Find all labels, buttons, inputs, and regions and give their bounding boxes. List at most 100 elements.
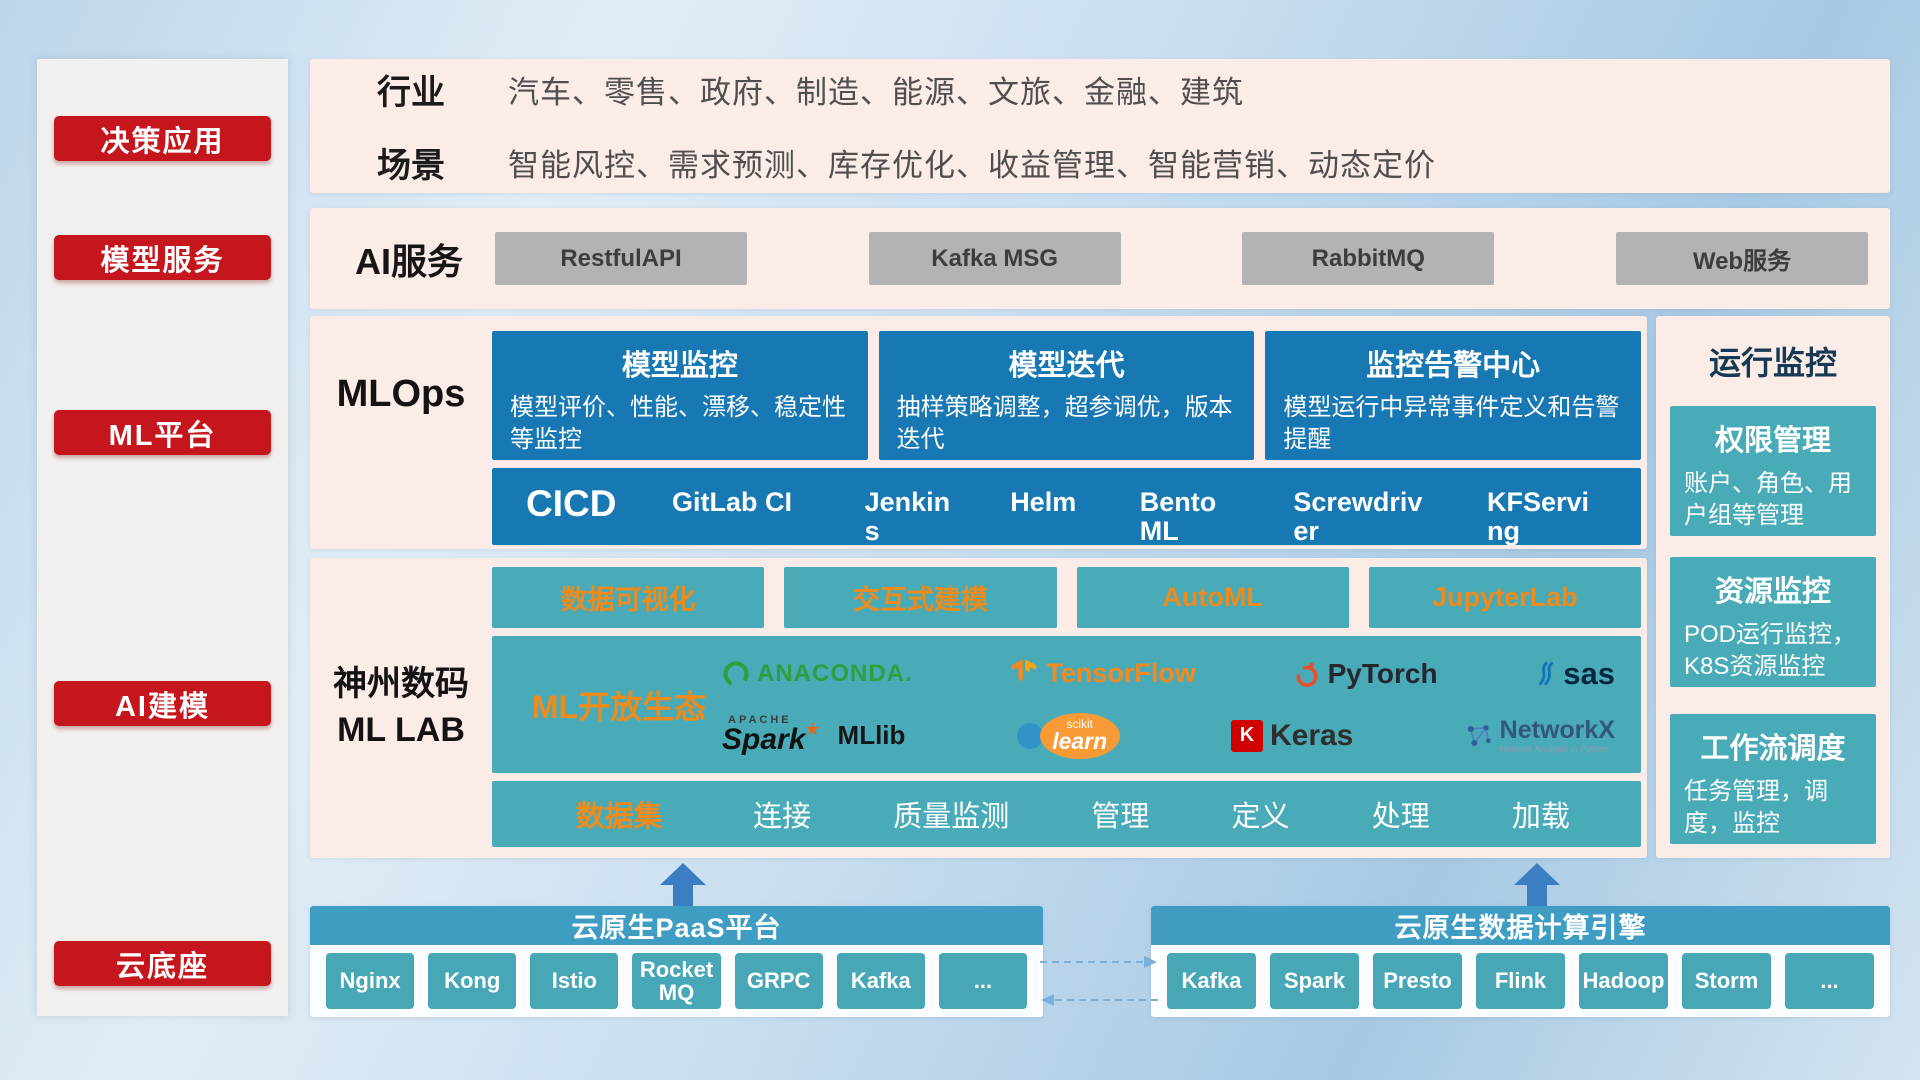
engine-up-arrow — [1514, 863, 1560, 907]
service-restfulapi: RestfulAPI — [495, 232, 747, 285]
pytorch-logo: PyTorch — [1293, 658, 1438, 690]
engine-components: Kafka Spark Presto Flink Hadoop Storm ..… — [1151, 945, 1890, 1017]
card-desc: 模型运行中异常事件定义和告警提醒 — [1283, 394, 1620, 453]
ml-ecosystem-box: ML开放生态 ANACONDA. — [492, 636, 1641, 773]
rail-item-decision-apps: 决策应用 — [54, 116, 271, 161]
industry-label: 行业 — [377, 74, 445, 112]
paas-grpc: GRPC — [734, 953, 823, 1009]
left-category-rail: 决策应用 模型服务 ML平台 AI建模 云底座 — [37, 59, 288, 1016]
engine-spark: Spark — [1270, 953, 1359, 1009]
service-kafka-msg: Kafka MSG — [868, 232, 1121, 285]
engine-presto: Presto — [1373, 953, 1462, 1009]
mllab-panel: 神州数码 ML LAB 数据可视化 交互式建模 AutoML JupyterLa… — [310, 558, 1647, 858]
diagram-main: 行业 汽车、零售、政府、制造、能源、文旅、金融、建筑 场景 智能风控、需求预测、… — [310, 59, 1890, 1017]
rail-item-cloud-base: 云底座 — [54, 941, 271, 986]
networkx-logo: NetworkX Network Analysis in Python — [1465, 716, 1615, 754]
mlops-panel: MLOps 模型监控 模型评价、性能、漂移、稳定性等监控 模型迭代 抽样策略调整… — [310, 316, 1647, 549]
tensorflow-wordmark: TensorFlow — [1046, 658, 1196, 688]
dataset-connect: 连接 — [753, 801, 812, 833]
mllab-content: 数据可视化 交互式建模 AutoML JupyterLab ML开放生态 ANA… — [492, 567, 1641, 847]
keras-logo: K Keras — [1230, 718, 1354, 753]
pytorch-icon — [1296, 662, 1318, 687]
engine-kafka: Kafka — [1167, 953, 1256, 1009]
rail-item-ai-modeling: AI建模 — [54, 681, 271, 726]
paas-header: 云原生PaaS平台 — [310, 906, 1043, 945]
ecosystem-logos-row1: ANACONDA. TensorFlow — [722, 646, 1615, 702]
ai-service-label: AI服务 — [355, 240, 464, 282]
spark-name: Spark — [722, 723, 806, 756]
paas-group: 云原生PaaS平台 Nginx Kong Istio RocketMQ GRPC… — [310, 906, 1043, 1017]
runtime-monitor-title: 运行监控 — [1708, 345, 1837, 381]
industry-text: 汽车、零售、政府、制造、能源、文旅、金融、建筑 — [508, 75, 1244, 110]
card-title: 权限管理 — [1714, 425, 1831, 457]
card-title: 监控告警中心 — [1366, 350, 1541, 382]
card-desc: 抽样策略调整，超参调优，版本迭代 — [896, 394, 1233, 453]
permission-mgmt-card: 权限管理 账户、角色、用户组等管理 — [1670, 406, 1876, 536]
rail-item-model-service: 模型服务 — [54, 235, 271, 280]
dataset-manage: 管理 — [1091, 801, 1150, 833]
paas-nginx: Nginx — [326, 953, 415, 1009]
paas-components: Nginx Kong Istio RocketMQ GRPC Kafka ... — [310, 945, 1043, 1017]
scikit-learn-badge: scikit learn — [1039, 712, 1120, 759]
networkx-icon — [1467, 724, 1491, 746]
tool-bentoml: BentoML — [1139, 487, 1217, 547]
rail-item-ml-platform: ML平台 — [54, 410, 271, 455]
card-title: 模型迭代 — [1008, 350, 1125, 382]
apache-label: APACHE — [728, 714, 792, 726]
learn-label: learn — [1052, 728, 1108, 754]
mlops-label: MLOps — [336, 372, 466, 415]
dataset-items: 连接 质量监测 管理 定义 处理 加载 — [712, 793, 1641, 835]
tensorflow-logo: TensorFlow — [1009, 658, 1196, 690]
engine-more: ... — [1785, 953, 1874, 1009]
dataset-bar: 数据集 连接 质量监测 管理 定义 处理 加载 — [492, 781, 1641, 847]
scikit-learn-blue-dot-icon — [1016, 722, 1043, 749]
paas-istio: Istio — [530, 953, 619, 1009]
keras-wordmark: Keras — [1269, 718, 1354, 752]
spark-wordmark: APACHE Spark★ — [722, 714, 821, 757]
scikit-learn-logo: scikit learn — [1016, 712, 1120, 759]
anaconda-wordmark: ANACONDA. — [757, 659, 913, 687]
feature-jupyterlab: JupyterLab — [1368, 567, 1641, 628]
tool-jenkins: Jenkins — [864, 487, 951, 547]
paas-kong: Kong — [428, 953, 517, 1009]
engine-group: 云原生数据计算引擎 Kafka Spark Presto Flink Hadoo… — [1151, 906, 1890, 1017]
anaconda-icon — [723, 660, 749, 687]
card-desc: POD运行监控，K8S资源监控 — [1684, 621, 1857, 681]
feature-interactive-modeling: 交互式建模 — [784, 567, 1057, 628]
dataflow-dashed-arrows — [1040, 956, 1158, 1006]
cicd-bar: CICD GitLab CI Jenkins Helm BentoML Scre… — [492, 468, 1641, 547]
scenario-row: 场景 智能风控、需求预测、库存优化、收益管理、智能营销、动态定价 — [377, 138, 1890, 187]
keras-icon: K — [1230, 719, 1263, 752]
pytorch-wordmark: PyTorch — [1327, 657, 1438, 689]
scenario-text: 智能风控、需求预测、库存优化、收益管理、智能营销、动态定价 — [508, 148, 1436, 183]
paas-rocketmq: RocketMQ — [632, 953, 721, 1009]
model-monitoring-card: 模型监控 模型评价、性能、漂移、稳定性等监控 — [492, 331, 868, 460]
paas-kafka: Kafka — [836, 953, 925, 1009]
card-title: 模型监控 — [621, 350, 738, 382]
card-title: 工作流调度 — [1700, 733, 1846, 765]
industry-panel: 行业 汽车、零售、政府、制造、能源、文旅、金融、建筑 场景 智能风控、需求预测、… — [310, 59, 1890, 193]
anaconda-logo: ANACONDA. — [722, 660, 913, 688]
service-web: Web服务 — [1615, 232, 1868, 285]
spark-mllib-logo: APACHE Spark★ MLlib — [722, 714, 905, 757]
dataset-quality: 质量监测 — [893, 801, 1010, 833]
mllab-label-line2: ML LAB — [337, 711, 465, 749]
mllab-label-line1: 神州数码 — [333, 665, 469, 704]
dataset-label: 数据集 — [575, 801, 663, 833]
feature-automl: AutoML — [1076, 567, 1349, 628]
sas-wordmark: sas — [1563, 655, 1615, 691]
spark-star-icon: ★ — [804, 719, 821, 739]
service-rabbitmq: RabbitMQ — [1242, 232, 1495, 285]
networkx-wordmark: NetworkX — [1499, 716, 1615, 745]
engine-flink: Flink — [1476, 953, 1565, 1009]
tool-gitlab-ci: GitLab CI — [672, 487, 792, 517]
feature-data-visualization: 数据可视化 — [492, 567, 765, 628]
tool-kfserving: KFServing — [1486, 487, 1590, 547]
mllab-label: 神州数码 ML LAB — [310, 558, 492, 858]
engine-storm: Storm — [1682, 953, 1771, 1009]
ai-service-panel: AI服务 RestfulAPI Kafka MSG RabbitMQ Web服务 — [310, 208, 1890, 309]
resource-monitor-card: 资源监控 POD运行监控，K8S资源监控 — [1670, 557, 1876, 687]
mllib-label: MLlib — [837, 720, 906, 750]
tool-screwdriver: Screwdriver — [1293, 487, 1423, 547]
